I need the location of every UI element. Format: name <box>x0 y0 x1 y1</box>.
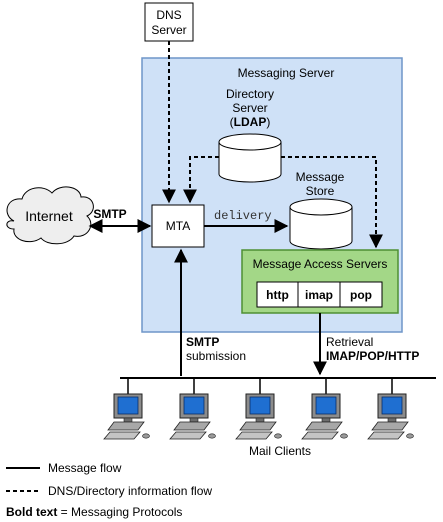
pop-box <box>339 281 383 308</box>
directory-to-mta-arrow <box>183 156 219 204</box>
internet-cloud <box>6 186 94 245</box>
legend-solid-label: Message flow <box>48 461 122 475</box>
messaging-server-title: Messaging Server <box>238 66 335 80</box>
protocol-imap: imap <box>305 288 333 302</box>
message-store-label-line1: Message <box>296 170 345 184</box>
smtp-submission-text: submission <box>186 349 246 363</box>
legend-dashed-label: DNS/Directory information flow <box>48 484 212 498</box>
delivery-label: delivery <box>214 209 272 223</box>
mail-client-computer <box>169 378 216 440</box>
message-store-label-line2: Store <box>306 184 335 198</box>
retrieval-text: Retrieval <box>326 335 373 349</box>
protocol-pop: pop <box>350 288 372 302</box>
smtp-submission-protocol: SMTP <box>186 335 219 349</box>
legend-bold-note: Bold text = Messaging Protocols <box>6 505 182 519</box>
mail-clients-group <box>103 378 414 440</box>
dns-server-label-line2: Server <box>151 23 186 37</box>
directory-server-label-line1: Directory <box>226 87 274 101</box>
smtp-internet-label: SMTP <box>93 207 126 221</box>
retrieval-protocols: IMAP/POP/HTTP <box>326 349 419 363</box>
internet-label: Internet <box>25 208 73 224</box>
mta-label: MTA <box>166 219 190 233</box>
dns-server-box <box>144 2 194 42</box>
mail-client-computer <box>235 378 282 440</box>
directory-server-cylinder <box>218 133 282 183</box>
protocol-http: http <box>266 288 289 302</box>
directory-to-access-arrow <box>281 156 383 249</box>
mail-client-computer <box>301 378 348 440</box>
mail-client-computer <box>103 378 150 440</box>
access-servers-title: Message Access Servers <box>253 257 388 271</box>
directory-server-protocol: (LDAP) <box>230 115 271 129</box>
dns-server-label-line1: DNS <box>156 8 181 22</box>
mail-client-computer <box>367 378 414 440</box>
mail-clients-label: Mail Clients <box>249 444 311 458</box>
message-store-cylinder <box>289 198 353 250</box>
directory-server-label-line2: Server <box>232 101 267 115</box>
http-box <box>256 281 299 308</box>
mta-box <box>151 204 205 248</box>
